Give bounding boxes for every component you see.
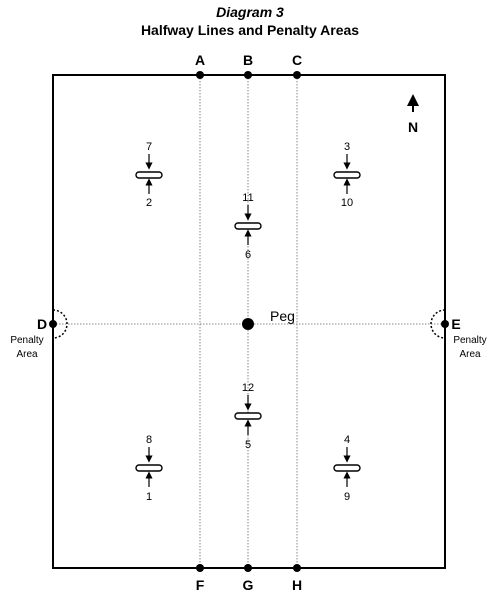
point-h-label: H xyxy=(292,577,302,593)
point-d-marker xyxy=(49,320,57,328)
point-h-marker xyxy=(293,564,301,572)
penalty-area-right-label-2: Area xyxy=(459,349,481,360)
station-number-below: 9 xyxy=(344,491,350,503)
station-number-above: 11 xyxy=(242,192,253,204)
station-bottom-left: 8 1 xyxy=(135,434,163,503)
point-e-marker xyxy=(441,320,449,328)
diagram-title: Diagram 3 xyxy=(216,4,284,20)
station-number-above: 3 xyxy=(344,141,350,153)
point-b-label: B xyxy=(243,52,253,68)
point-b-marker xyxy=(244,71,252,79)
goal-marker xyxy=(333,171,361,179)
penalty-area-left-label-2: Area xyxy=(16,349,38,360)
point-g-label: G xyxy=(243,577,254,593)
penalty-area-left-label-1: Penalty xyxy=(10,335,43,346)
point-a-marker xyxy=(196,71,204,79)
station-number-above: 12 xyxy=(242,382,254,394)
point-e-label: E xyxy=(451,316,460,332)
point-c-marker xyxy=(293,71,301,79)
station-number-below: 1 xyxy=(146,491,152,503)
goal-marker xyxy=(234,222,262,230)
station-number-below: 2 xyxy=(146,197,152,209)
station-number-above: 7 xyxy=(146,141,152,153)
station-top-right: 3 10 xyxy=(333,141,361,209)
goal-marker xyxy=(333,464,361,472)
goal-marker xyxy=(135,464,163,472)
station-number-above: 4 xyxy=(344,434,350,446)
station-center-bottom: 12 5 xyxy=(234,382,262,451)
station-top-left: 7 2 xyxy=(135,141,163,209)
peg-marker xyxy=(242,318,254,330)
point-f-marker xyxy=(196,564,204,572)
station-number-below: 6 xyxy=(245,249,251,261)
goal-marker xyxy=(234,412,262,420)
point-c-label: C xyxy=(292,52,302,68)
point-g-marker xyxy=(244,564,252,572)
point-a-label: A xyxy=(195,52,205,68)
penalty-area-left-arc xyxy=(52,309,68,339)
station-bottom-right: 4 9 xyxy=(333,434,361,503)
station-number-below: 10 xyxy=(341,197,353,209)
point-d-label: D xyxy=(37,316,47,332)
penalty-area-right-label-1: Penalty xyxy=(453,335,486,346)
point-f-label: F xyxy=(196,577,205,593)
peg-label: Peg xyxy=(270,308,295,324)
north-label: N xyxy=(408,119,418,135)
station-number-below: 5 xyxy=(245,439,251,451)
station-number-above: 8 xyxy=(146,434,152,446)
goal-marker xyxy=(135,171,163,179)
station-center-top: 11 6 xyxy=(234,192,262,261)
penalty-area-right-arc xyxy=(430,309,446,339)
diagram-subtitle: Halfway Lines and Penalty Areas xyxy=(140,22,360,38)
